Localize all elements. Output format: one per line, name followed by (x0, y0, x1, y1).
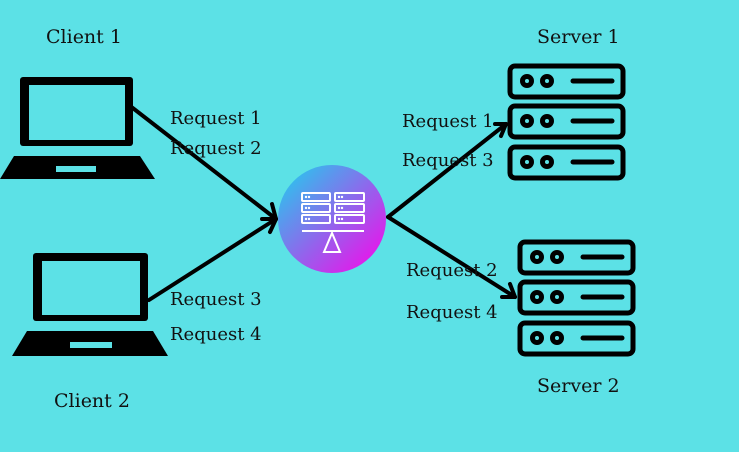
load-balancer-icon (278, 165, 386, 273)
arrowhead-icon (500, 282, 517, 299)
arrowhead-icon (261, 217, 278, 234)
edge-label: Request 3 (402, 150, 494, 171)
client-1-laptop-icon (0, 77, 155, 179)
edge-balancer-to-server1 (386, 122, 508, 219)
edge-label: Request 2 (170, 138, 262, 159)
client-2-laptop-icon (12, 253, 168, 356)
edge-balancer-to-server2 (386, 215, 517, 299)
client-1-label: Client 1 (46, 26, 122, 48)
server-1-label: Server 1 (537, 26, 620, 48)
server-1-rack-icon (507, 63, 626, 181)
edge-label: Request 2 (406, 260, 498, 281)
client-2-label: Client 2 (54, 390, 130, 412)
edge-label: Request 3 (170, 289, 262, 310)
edge-label: Request 4 (170, 324, 262, 345)
edge-label: Request 1 (402, 111, 494, 132)
server-2-rack-icon (517, 239, 636, 357)
arrowhead-icon (493, 122, 508, 138)
edge-label: Request 4 (406, 302, 498, 323)
server-2-label: Server 2 (537, 375, 620, 397)
edge-client2-to-balancer (147, 217, 278, 302)
edge-label: Request 1 (170, 108, 262, 129)
